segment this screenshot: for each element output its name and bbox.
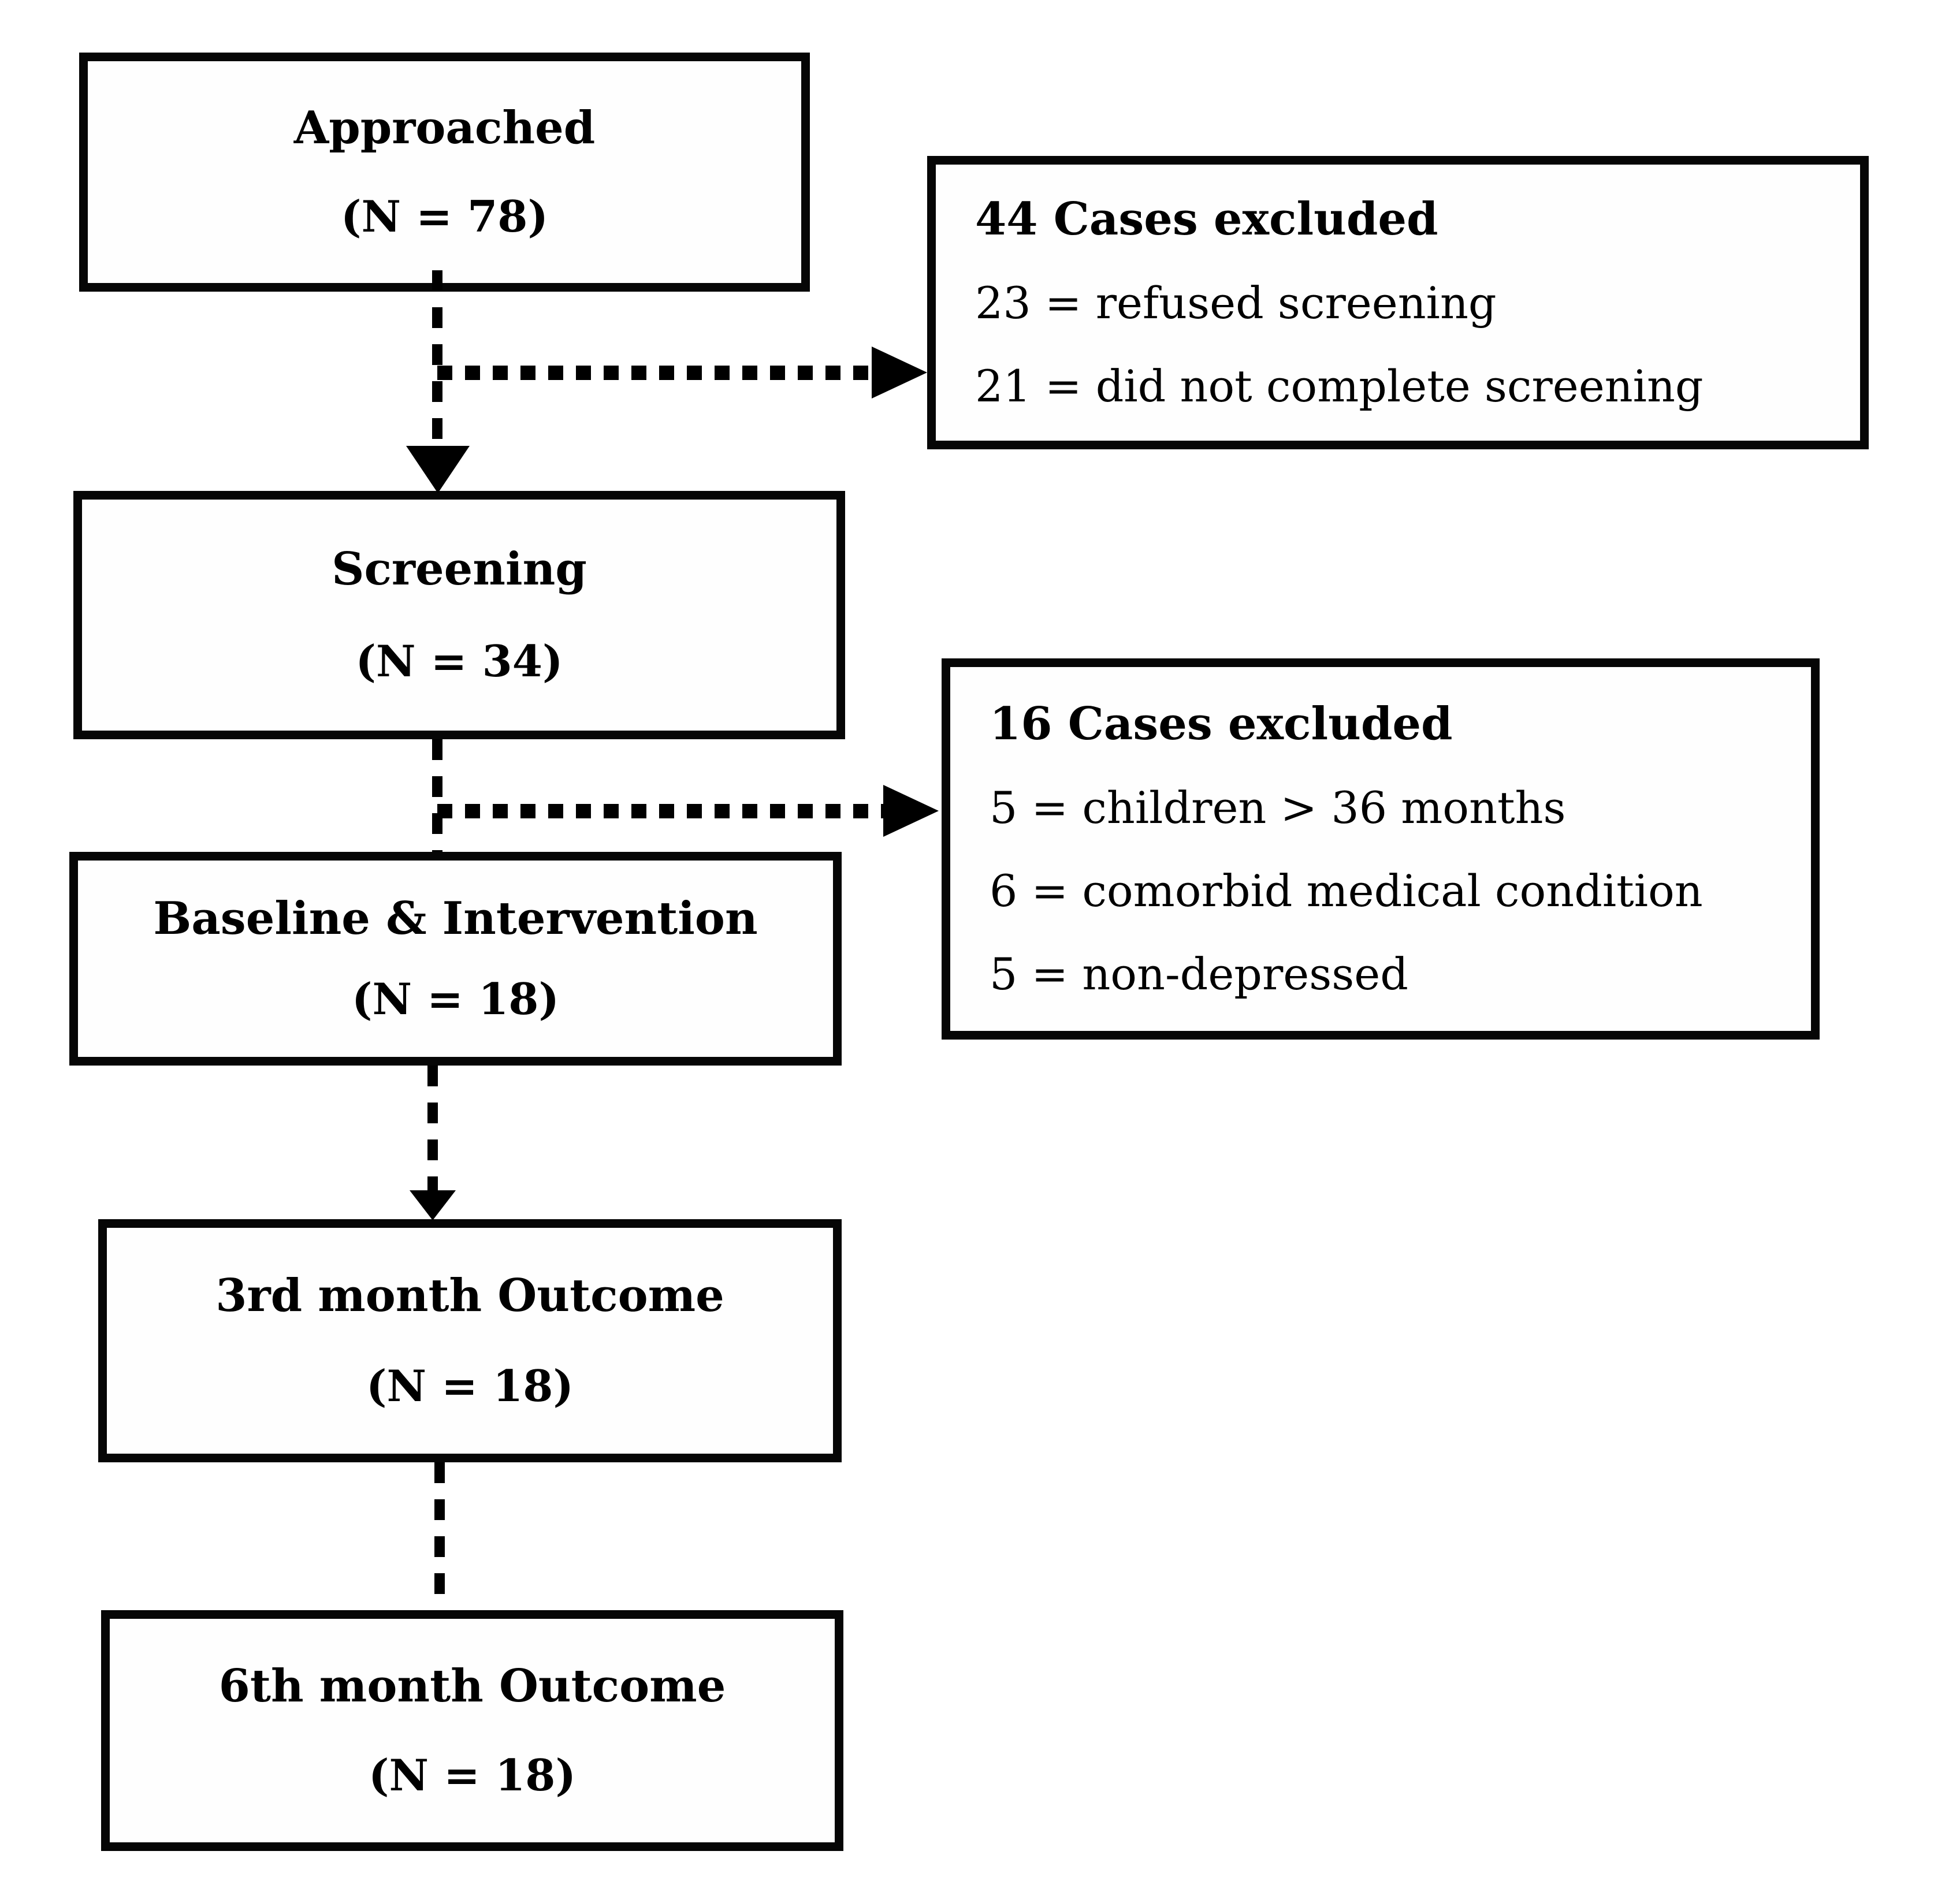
flow-box-3rd-month-outcome: 3rd month Outcome (N = 18)	[98, 1219, 842, 1462]
exclusion-item: 23 = refused screening	[975, 277, 1497, 329]
arrowhead-down-icon	[410, 1190, 456, 1220]
connector-baseline-to-3rd-month	[427, 1066, 438, 1193]
box-title: 3rd month Outcome	[215, 1269, 724, 1323]
connector-approached-to-screening	[432, 270, 442, 450]
box-title: Baseline & Intervention	[153, 892, 758, 945]
flow-box-baseline-intervention: Baseline & Intervention (N = 18)	[69, 852, 842, 1066]
connector-screening-to-baseline	[432, 739, 442, 852]
arrowhead-down-icon	[406, 446, 470, 493]
exclusion-header: 44 Cases excluded	[975, 193, 1438, 246]
connector-to-exclusion-box-1	[437, 366, 873, 380]
box-n-label: (N = 34)	[355, 635, 563, 687]
exclusion-item: 6 = comorbid medical condition	[990, 865, 1703, 917]
flow-box-screening: Screening (N = 34)	[73, 491, 845, 739]
connector-to-exclusion-box-2	[437, 804, 885, 818]
exclusion-header: 16 Cases excluded	[990, 698, 1453, 751]
box-title: Approached	[293, 102, 596, 154]
box-n-label: (N = 18)	[352, 973, 559, 1025]
box-title: Screening	[332, 543, 587, 596]
exclusion-item: 5 = children > 36 months	[990, 782, 1566, 834]
flow-box-6th-month-outcome: 6th month Outcome (N = 18)	[101, 1610, 843, 1851]
connector-3rd-to-6th-month	[434, 1462, 445, 1610]
box-title: 6th month Outcome	[218, 1660, 726, 1712]
arrowhead-right-icon	[883, 785, 939, 837]
arrowhead-right-icon	[872, 347, 927, 398]
exclusion-box-screening: 44 Cases excluded 23 = refused screening…	[927, 156, 1869, 449]
exclusion-item: 5 = non-depressed	[990, 948, 1408, 1000]
box-n-label: (N = 18)	[366, 1360, 574, 1411]
exclusion-box-baseline: 16 Cases excluded 5 = children > 36 mont…	[942, 658, 1820, 1040]
exclusion-item: 21 = did not complete screening	[975, 360, 1704, 412]
box-n-label: (N = 18)	[369, 1750, 576, 1801]
flow-box-approached: Approached (N = 78)	[79, 53, 810, 292]
box-n-label: (N = 78)	[341, 191, 548, 242]
